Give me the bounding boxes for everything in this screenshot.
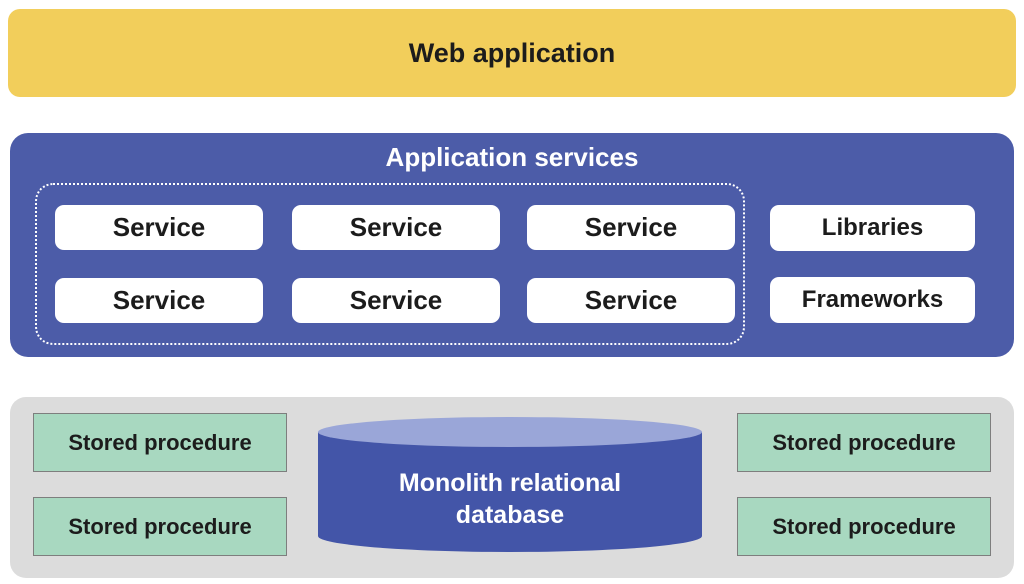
service-box-3: Service bbox=[527, 205, 735, 250]
service-box-6: Service bbox=[527, 278, 735, 323]
database-label: Monolith relational database bbox=[398, 469, 622, 529]
stored-procedure-box-3: Stored procedure bbox=[737, 413, 991, 472]
service-box-1: Service bbox=[55, 205, 263, 250]
service-box-4: Service bbox=[55, 278, 263, 323]
stored-procedure-box-4: Stored procedure bbox=[737, 497, 991, 556]
stored-procedure-box-2: Stored procedure bbox=[33, 497, 287, 556]
service-box-2: Service bbox=[292, 205, 500, 250]
services-group-boundary bbox=[35, 183, 745, 345]
frameworks-box: Frameworks bbox=[770, 277, 975, 323]
application-services-tier: Application services Service Service Ser… bbox=[10, 133, 1014, 357]
database-tier: Stored procedure Stored procedure Stored… bbox=[10, 397, 1014, 578]
libraries-box: Libraries bbox=[770, 205, 975, 251]
web-application-label: Web application bbox=[408, 37, 616, 68]
service-box-5: Service bbox=[292, 278, 500, 323]
stored-procedure-box-1: Stored procedure bbox=[33, 413, 287, 472]
database-cylinder-top bbox=[318, 417, 702, 447]
web-application-tier: Web application bbox=[8, 9, 1016, 97]
database-cylinder-body bbox=[318, 432, 702, 552]
application-services-title: Application services bbox=[385, 142, 639, 172]
database-cylinder-icon: Monolith relational database bbox=[318, 417, 702, 552]
